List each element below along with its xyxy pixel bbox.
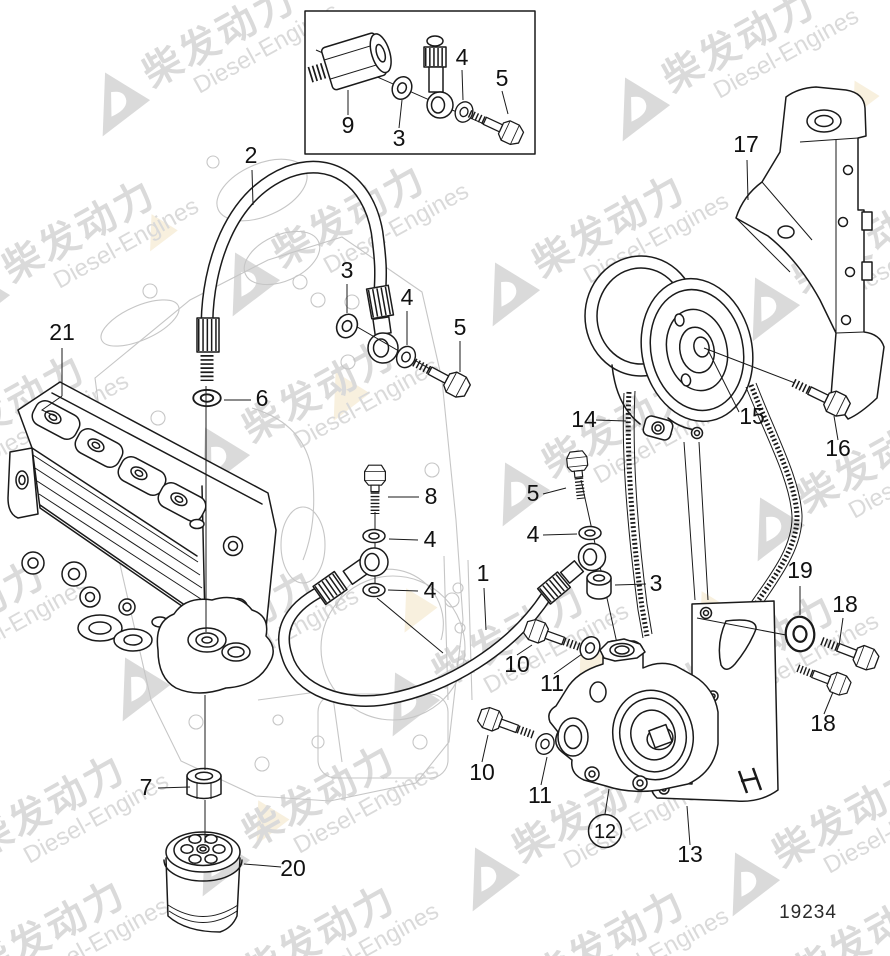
callout-4-mid-upper: 4 [424, 526, 437, 552]
callout-11a: 11 [540, 670, 564, 696]
callout-10b: 10 [469, 759, 495, 785]
inset-detail-box [304, 10, 536, 155]
callout-17: 17 [733, 131, 759, 157]
callout-4-inset: 4 [456, 44, 469, 70]
part-bolt-10b [476, 705, 538, 745]
part-filter-head [156, 596, 274, 694]
callout-12-circled: 12 [587, 813, 623, 849]
part-pump-12 [548, 638, 719, 793]
leader-lines [41, 69, 844, 868]
part-oil-cooler-21 [7, 381, 277, 652]
callout-8: 8 [425, 483, 438, 509]
callout-4-pump: 4 [527, 521, 540, 547]
callout-9: 9 [342, 112, 355, 138]
part-spacer-3-pump [586, 570, 612, 600]
callout-21: 21 [49, 319, 75, 345]
callout-3-upper: 3 [341, 257, 354, 283]
callout-6: 6 [256, 385, 269, 411]
callout-3-pump: 3 [650, 570, 663, 596]
part-washer-4-mid-lower [362, 582, 386, 598]
callout-15: 15 [739, 403, 765, 429]
svg-text:柴发动力: 柴发动力 [0, 0, 44, 37]
callout-11b: 11 [528, 782, 552, 808]
callout-16: 16 [825, 435, 851, 461]
part-washer-4-mid-upper [362, 528, 386, 544]
callout-labels: 9 3 4 5 2 21 3 4 5 6 17 14 15 16 8 4 4 5… [49, 44, 858, 881]
callout-5-pump: 5 [527, 480, 540, 506]
callout-5-upper: 5 [454, 314, 467, 340]
callout-14: 14 [571, 406, 597, 432]
callout-3-inset: 3 [393, 125, 406, 151]
callout-18a: 18 [832, 591, 858, 617]
part-hose-2 [196, 160, 399, 381]
svg-text:12: 12 [594, 821, 616, 843]
part-nut-7 [186, 767, 222, 800]
callout-20: 20 [280, 855, 306, 881]
part-washer-4-pump [578, 525, 602, 541]
callout-2: 2 [245, 142, 258, 168]
callout-7: 7 [140, 774, 153, 800]
part-banjo-union-inset [423, 35, 454, 119]
callout-18b: 18 [810, 710, 836, 736]
part-belt-14 [622, 382, 803, 639]
part-tensioner-15 [584, 255, 754, 601]
svg-text:Diesel-Engines: Diesel-Engines [0, 0, 83, 39]
callout-13: 13 [677, 841, 703, 867]
part-oil-filter-20 [163, 831, 243, 933]
part-banjo-bolt-8 [365, 465, 386, 514]
callout-5-inset: 5 [496, 65, 509, 91]
part-adapter-9 [307, 32, 392, 91]
figure-id: 19234 [779, 902, 837, 923]
callout-4-upper: 4 [401, 284, 414, 310]
callout-19: 19 [787, 557, 813, 583]
part-washer-11b [532, 730, 558, 758]
part-washer-3-upper [332, 310, 362, 342]
callout-1: 1 [477, 560, 490, 586]
part-washer-6 [192, 388, 222, 408]
callout-10a: 10 [504, 651, 530, 677]
part-hose-1 [278, 542, 607, 708]
assembly-axis-lines [204, 386, 207, 843]
callout-4-mid-lower: 4 [424, 577, 437, 603]
part-bracket-17 [735, 86, 885, 420]
